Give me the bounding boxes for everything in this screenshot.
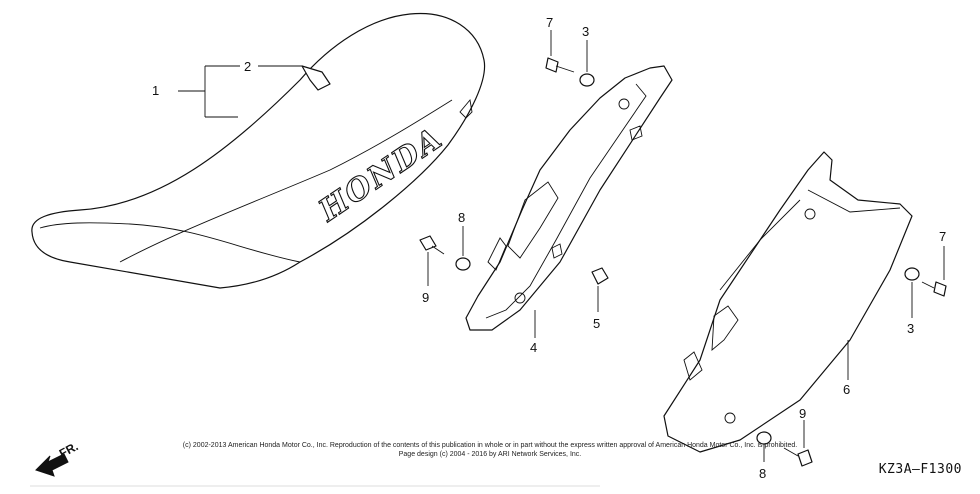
callout-3-top: 3 [582,24,589,39]
bolt-7-top[interactable] [545,57,575,73]
callout-1: 1 [152,83,159,98]
callout-3-right: 3 [907,321,914,336]
right-side-cover[interactable] [663,151,913,453]
bolt-7-right[interactable] [921,281,947,297]
callout-5: 5 [593,316,600,331]
callout-9-left: 9 [422,290,429,305]
callout-4: 4 [530,340,537,355]
leader-1 [178,65,240,118]
copyright-line-1: (c) 2002-2013 American Honda Motor Co., … [182,442,798,449]
callout-8-bottom: 8 [759,466,766,481]
front-direction-arrow-icon [35,453,69,477]
left-side-cover[interactable] [465,65,673,331]
collar-3-right[interactable] [904,267,920,281]
bolt-9-bottom[interactable] [783,447,813,467]
seat-strap[interactable] [301,65,331,91]
callout-7-right: 7 [939,229,946,244]
figure-code: KZ3A–F1300 [878,462,962,477]
bolt-9-left[interactable] [419,235,445,255]
callout-8-left: 8 [458,210,465,225]
callout-2: 2 [244,59,251,74]
collar-3-top[interactable] [579,73,595,87]
clip-nut-5[interactable] [591,267,609,285]
copyright-notice: (c) 2002-2013 American Honda Motor Co., … [120,441,860,459]
seat[interactable] [31,12,486,289]
callout-7-top: 7 [546,15,553,30]
callout-9-bottom: 9 [799,406,806,421]
collar-8-left[interactable] [455,257,471,271]
callout-6: 6 [843,382,850,397]
copyright-line-2: Page design (c) 2004 - 2016 by ARI Netwo… [398,451,582,458]
